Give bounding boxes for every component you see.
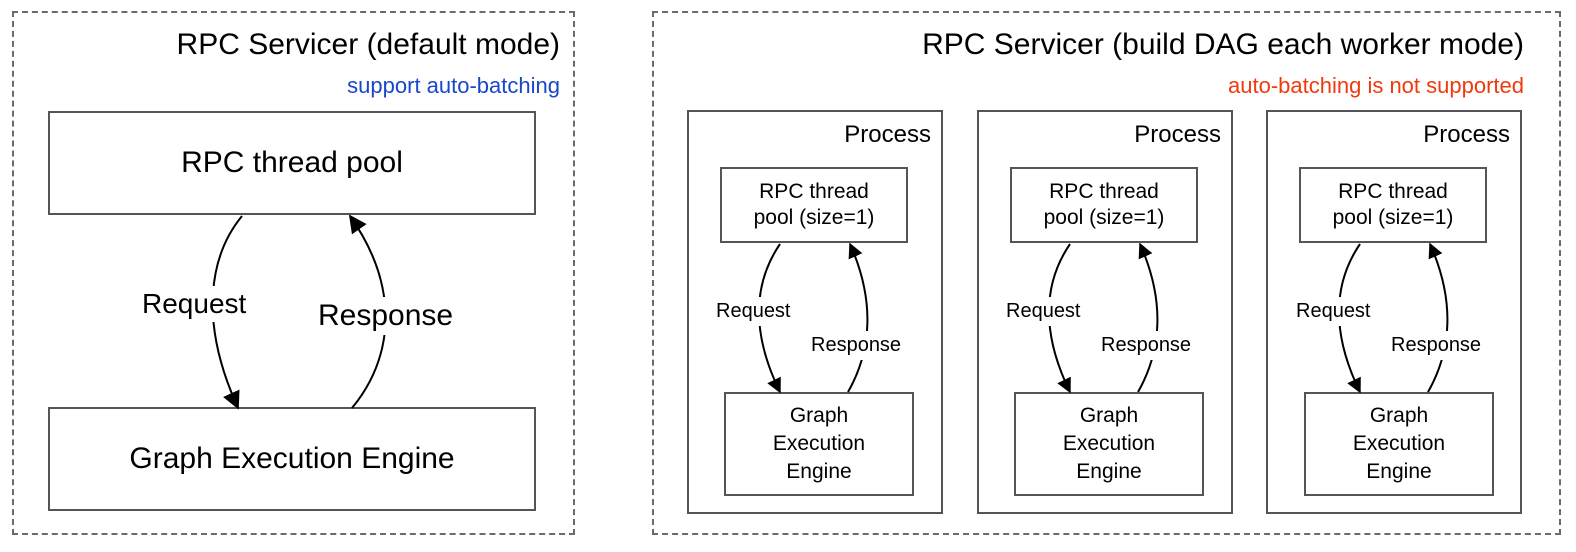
rpc-thread-pool-box: RPC thread pool bbox=[48, 111, 536, 215]
response-arrow bbox=[1137, 242, 1159, 393]
response-label: Response bbox=[318, 297, 454, 335]
request-label: Request bbox=[1296, 297, 1371, 326]
graph-execution-engine-line2: Execution bbox=[772, 432, 866, 455]
graph-execution-engine-line2: Execution bbox=[1062, 432, 1156, 455]
graph-execution-engine-line3: Engine bbox=[1076, 460, 1142, 483]
graph-execution-engine-line1: Graph bbox=[1369, 404, 1429, 427]
default-mode-subtitle: support auto-batching bbox=[347, 73, 560, 98]
rpc-thread-pool-size1-box: RPC thread pool (size=1) bbox=[1299, 167, 1487, 243]
request-label: Request bbox=[142, 286, 247, 322]
graph-execution-engine-box: Graph Execution Engine bbox=[1014, 392, 1204, 496]
request-label: Request bbox=[716, 297, 791, 326]
graph-execution-engine-line3: Engine bbox=[786, 460, 852, 483]
graph-execution-engine-box: Graph Execution Engine bbox=[48, 407, 536, 511]
response-label: Response bbox=[1101, 331, 1192, 360]
graph-execution-engine-line1: Graph bbox=[789, 404, 849, 427]
rpc-thread-pool-line2: pool (size=1) bbox=[753, 206, 875, 229]
request-label: Request bbox=[1006, 297, 1081, 326]
rpc-thread-pool-line1: RPC thread bbox=[1049, 180, 1159, 203]
rpc-thread-pool-line2: pool (size=1) bbox=[1043, 206, 1165, 229]
response-arrow bbox=[847, 242, 869, 393]
default-mode-title: RPC Servicer (default mode) bbox=[176, 28, 560, 61]
rpc-thread-pool-label: RPC thread pool bbox=[181, 146, 403, 179]
graph-execution-engine-label: Graph Execution Engine bbox=[129, 442, 455, 475]
process-label: Process bbox=[844, 121, 931, 148]
graph-execution-engine-box: Graph Execution Engine bbox=[724, 392, 914, 496]
process-label: Process bbox=[1134, 121, 1221, 148]
graph-execution-engine-line2: Execution bbox=[1352, 432, 1446, 455]
response-label: Response bbox=[811, 331, 902, 360]
graph-execution-engine-line3: Engine bbox=[1366, 460, 1432, 483]
response-arrow bbox=[1427, 242, 1449, 393]
dag-worker-mode-subtitle: auto-batching is not supported bbox=[1228, 73, 1524, 98]
process-label: Process bbox=[1423, 121, 1510, 148]
rpc-thread-pool-size1-box: RPC thread pool (size=1) bbox=[1010, 167, 1198, 243]
rpc-thread-pool-line1: RPC thread bbox=[1338, 180, 1448, 203]
dag-worker-mode-title: RPC Servicer (build DAG each worker mode… bbox=[922, 28, 1524, 61]
rpc-thread-pool-line1: RPC thread bbox=[759, 180, 869, 203]
rpc-thread-pool-line2: pool (size=1) bbox=[1332, 206, 1454, 229]
dag-worker-mode-panel bbox=[652, 11, 1561, 535]
default-mode-panel bbox=[12, 11, 575, 535]
response-label: Response bbox=[1391, 331, 1482, 360]
graph-execution-engine-box: Graph Execution Engine bbox=[1304, 392, 1494, 496]
rpc-thread-pool-size1-box: RPC thread pool (size=1) bbox=[720, 167, 908, 243]
graph-execution-engine-line1: Graph bbox=[1079, 404, 1139, 427]
